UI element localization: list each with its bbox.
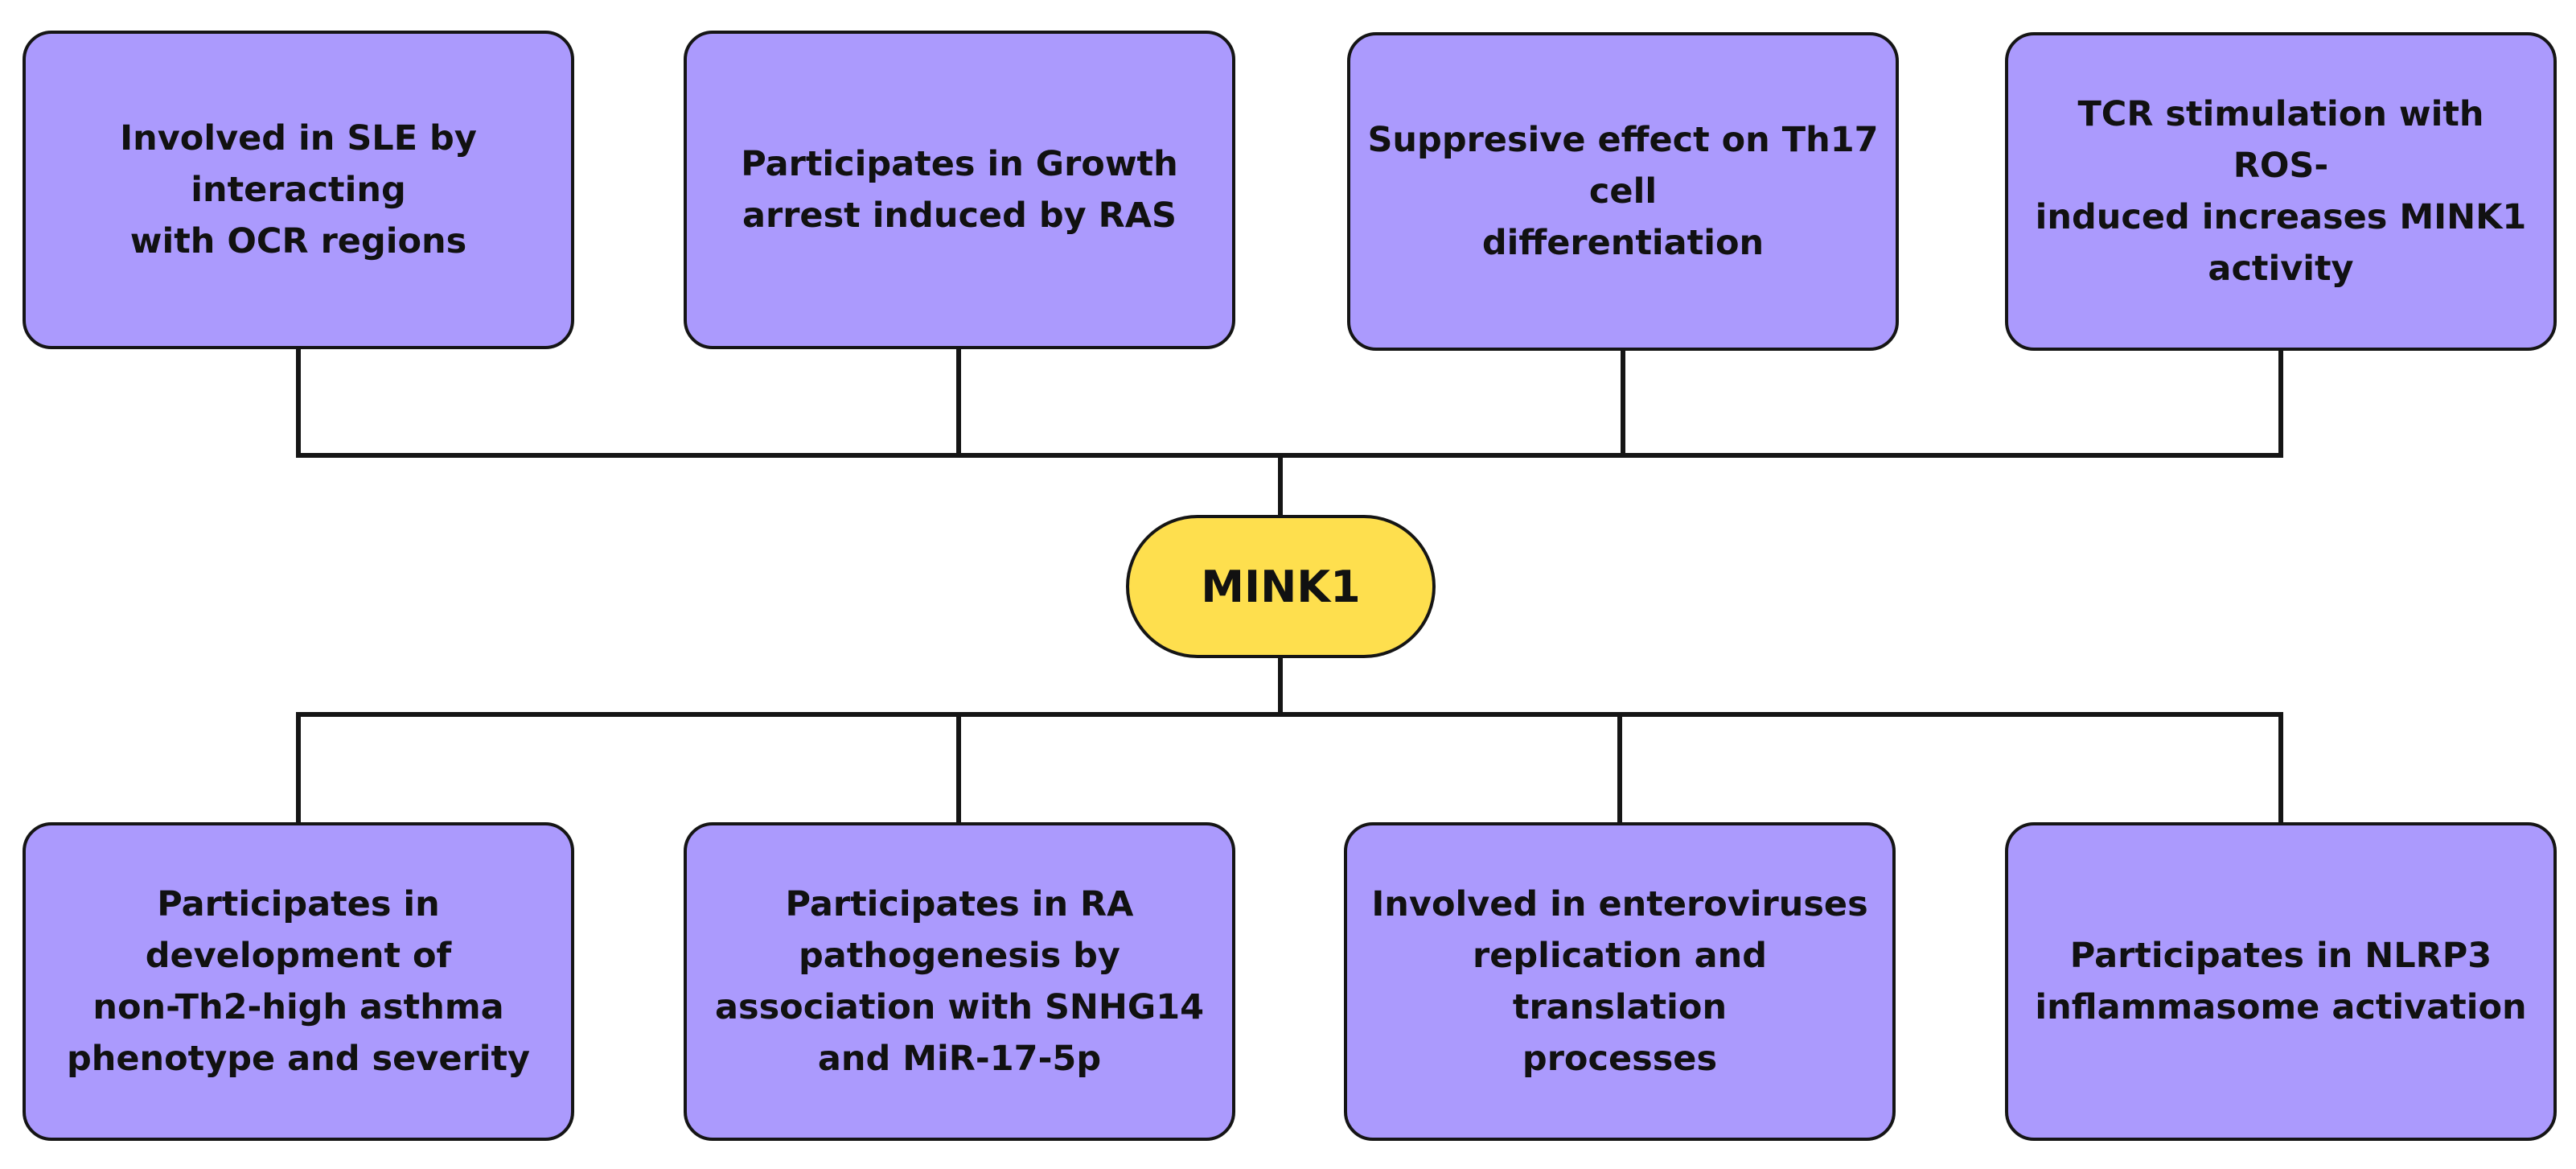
top-box-3-text: Suppresive effect on Th17 cell different… (1367, 120, 1879, 263)
top-box-2-text: Participates in Growth arrest induced by… (741, 144, 1178, 236)
bottom-box-3-text: Involved in enteroviruses replication an… (1371, 884, 1868, 1079)
top-box-3: Suppresive effect on Th17 cell different… (1347, 32, 1899, 351)
top-box-2: Participates in Growth arrest induced by… (684, 31, 1235, 349)
top-box-1-text: Involved in SLE by interacting with OCR … (120, 118, 477, 261)
center-node: MINK1 (1126, 515, 1436, 658)
top-box-4-text: TCR stimulation with ROS- induced increa… (2035, 94, 2527, 289)
bottom-box-4-text: Participates in NLRP3 inflammasome activ… (2035, 936, 2527, 1027)
top-box-4: TCR stimulation with ROS- induced increa… (2005, 32, 2557, 351)
bottom-box-3: Involved in enteroviruses replication an… (1344, 822, 1896, 1141)
bottom-box-1-text: Participates in development of non-Th2-h… (66, 884, 531, 1079)
bottom-box-2: Participates in RA pathogenesis by assoc… (684, 822, 1235, 1141)
bottom-box-1: Participates in development of non-Th2-h… (23, 822, 574, 1141)
center-label: MINK1 (1201, 561, 1361, 612)
top-box-1: Involved in SLE by interacting with OCR … (23, 31, 574, 349)
bottom-box-4: Participates in NLRP3 inflammasome activ… (2005, 822, 2557, 1141)
bottom-box-2-text: Participates in RA pathogenesis by assoc… (714, 884, 1205, 1079)
